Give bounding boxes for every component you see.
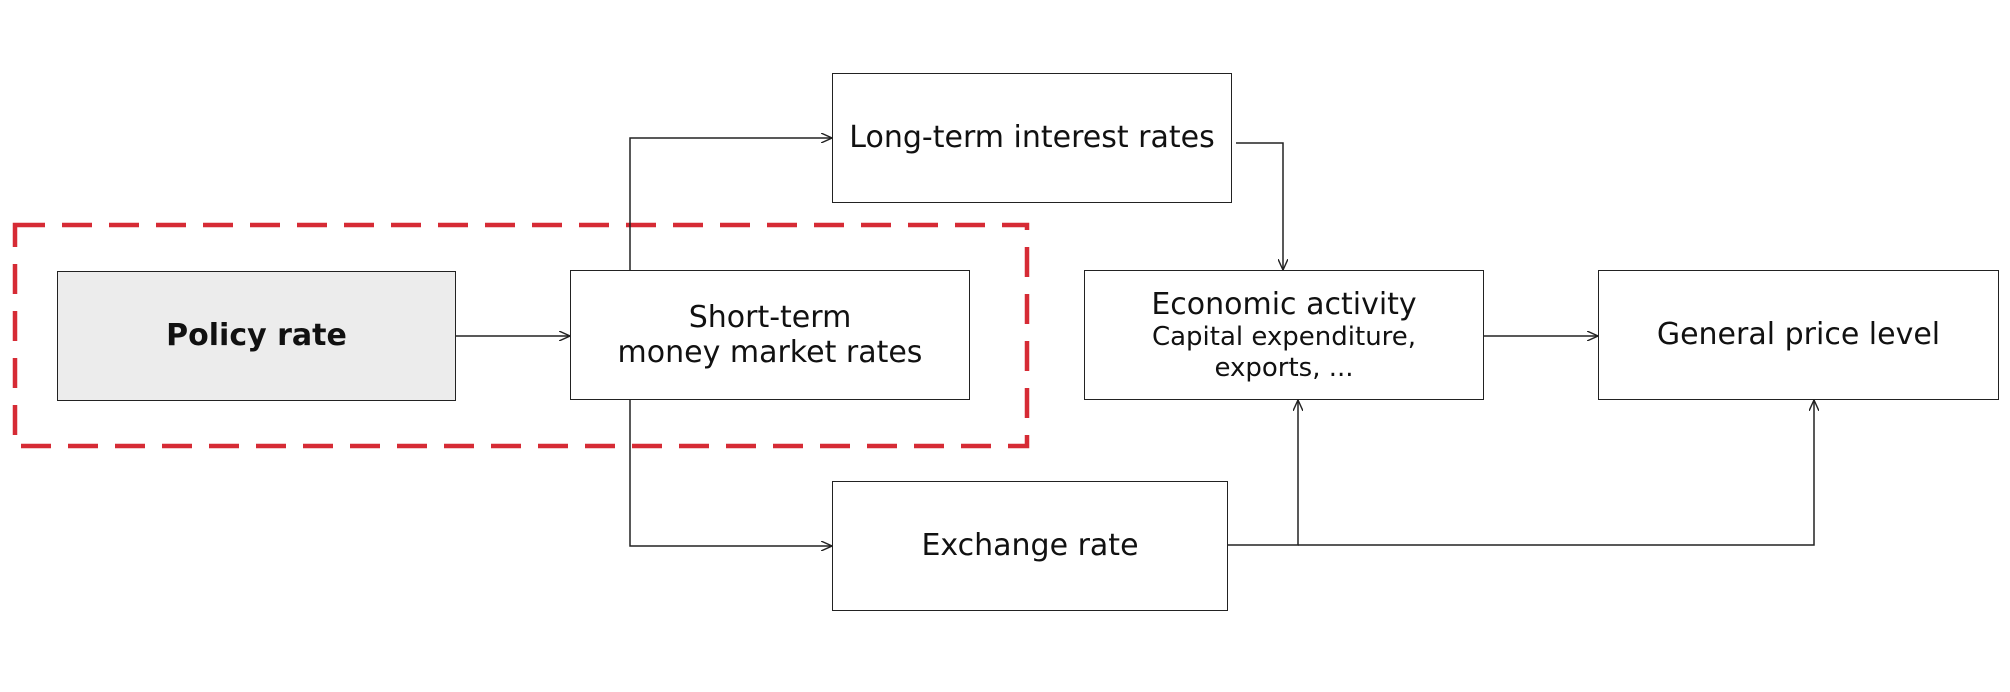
policy-rate-label: Policy rate xyxy=(166,318,347,354)
economic-activity-box: Economic activity Capital expenditure, e… xyxy=(1084,270,1484,400)
general-price-level-label: General price level xyxy=(1656,317,1941,353)
arrow-short-term-to-exchange-rate xyxy=(629,400,832,546)
policy-rate-box: Policy rate xyxy=(57,271,456,401)
highlight-region xyxy=(12,222,1030,449)
economic-activity-title: Economic activity xyxy=(1151,286,1417,322)
arrow-short-term-to-long-term xyxy=(629,138,832,270)
exchange-rate-box: Exchange rate xyxy=(832,481,1228,611)
long-term-rates-box: Long-term interest rates xyxy=(832,73,1232,203)
arrow-long-term-to-economic-activity xyxy=(1236,142,1283,270)
arrow-exchange-rate-to-price-level xyxy=(1298,400,1814,546)
arrow-exchange-rate-to-economic-activity xyxy=(1228,400,1298,546)
economic-activity-detail-line1: Capital expenditure, xyxy=(1151,322,1417,353)
long-term-label: Long-term interest rates xyxy=(849,120,1215,156)
short-term-rates-box: Short-term money market rates xyxy=(570,270,970,400)
general-price-level-box: General price level xyxy=(1598,270,1999,400)
short-term-label-line1: Short-term xyxy=(688,299,852,335)
exchange-rate-label: Exchange rate xyxy=(921,528,1139,564)
economic-activity-detail-line2: exports, ... xyxy=(1214,352,1354,383)
short-term-label-line2: money market rates xyxy=(617,335,923,370)
